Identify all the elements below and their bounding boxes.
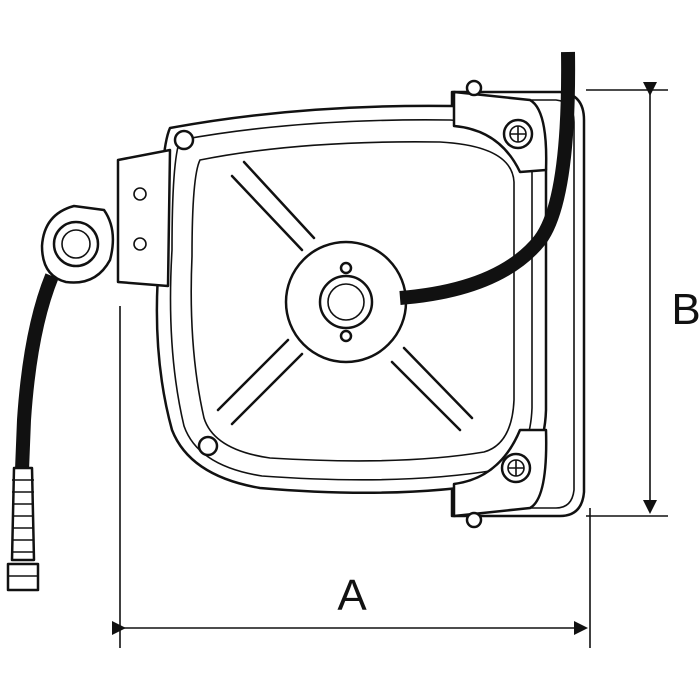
feed-hose xyxy=(399,51,576,305)
bolt-top-left xyxy=(173,129,195,151)
bottom-clamp xyxy=(452,428,548,529)
dimension-b xyxy=(586,82,668,517)
side-plate xyxy=(116,148,172,288)
dimension-a-label: A xyxy=(337,571,367,620)
bolt-bottom-left xyxy=(197,435,219,457)
dimension-a xyxy=(112,306,591,648)
outlet-hose xyxy=(6,273,59,592)
reel-hub xyxy=(284,240,408,364)
top-clamp xyxy=(452,79,548,174)
reel-spokes xyxy=(216,160,474,432)
hose-guide xyxy=(40,204,115,284)
dimension-b-label: B xyxy=(671,285,700,334)
